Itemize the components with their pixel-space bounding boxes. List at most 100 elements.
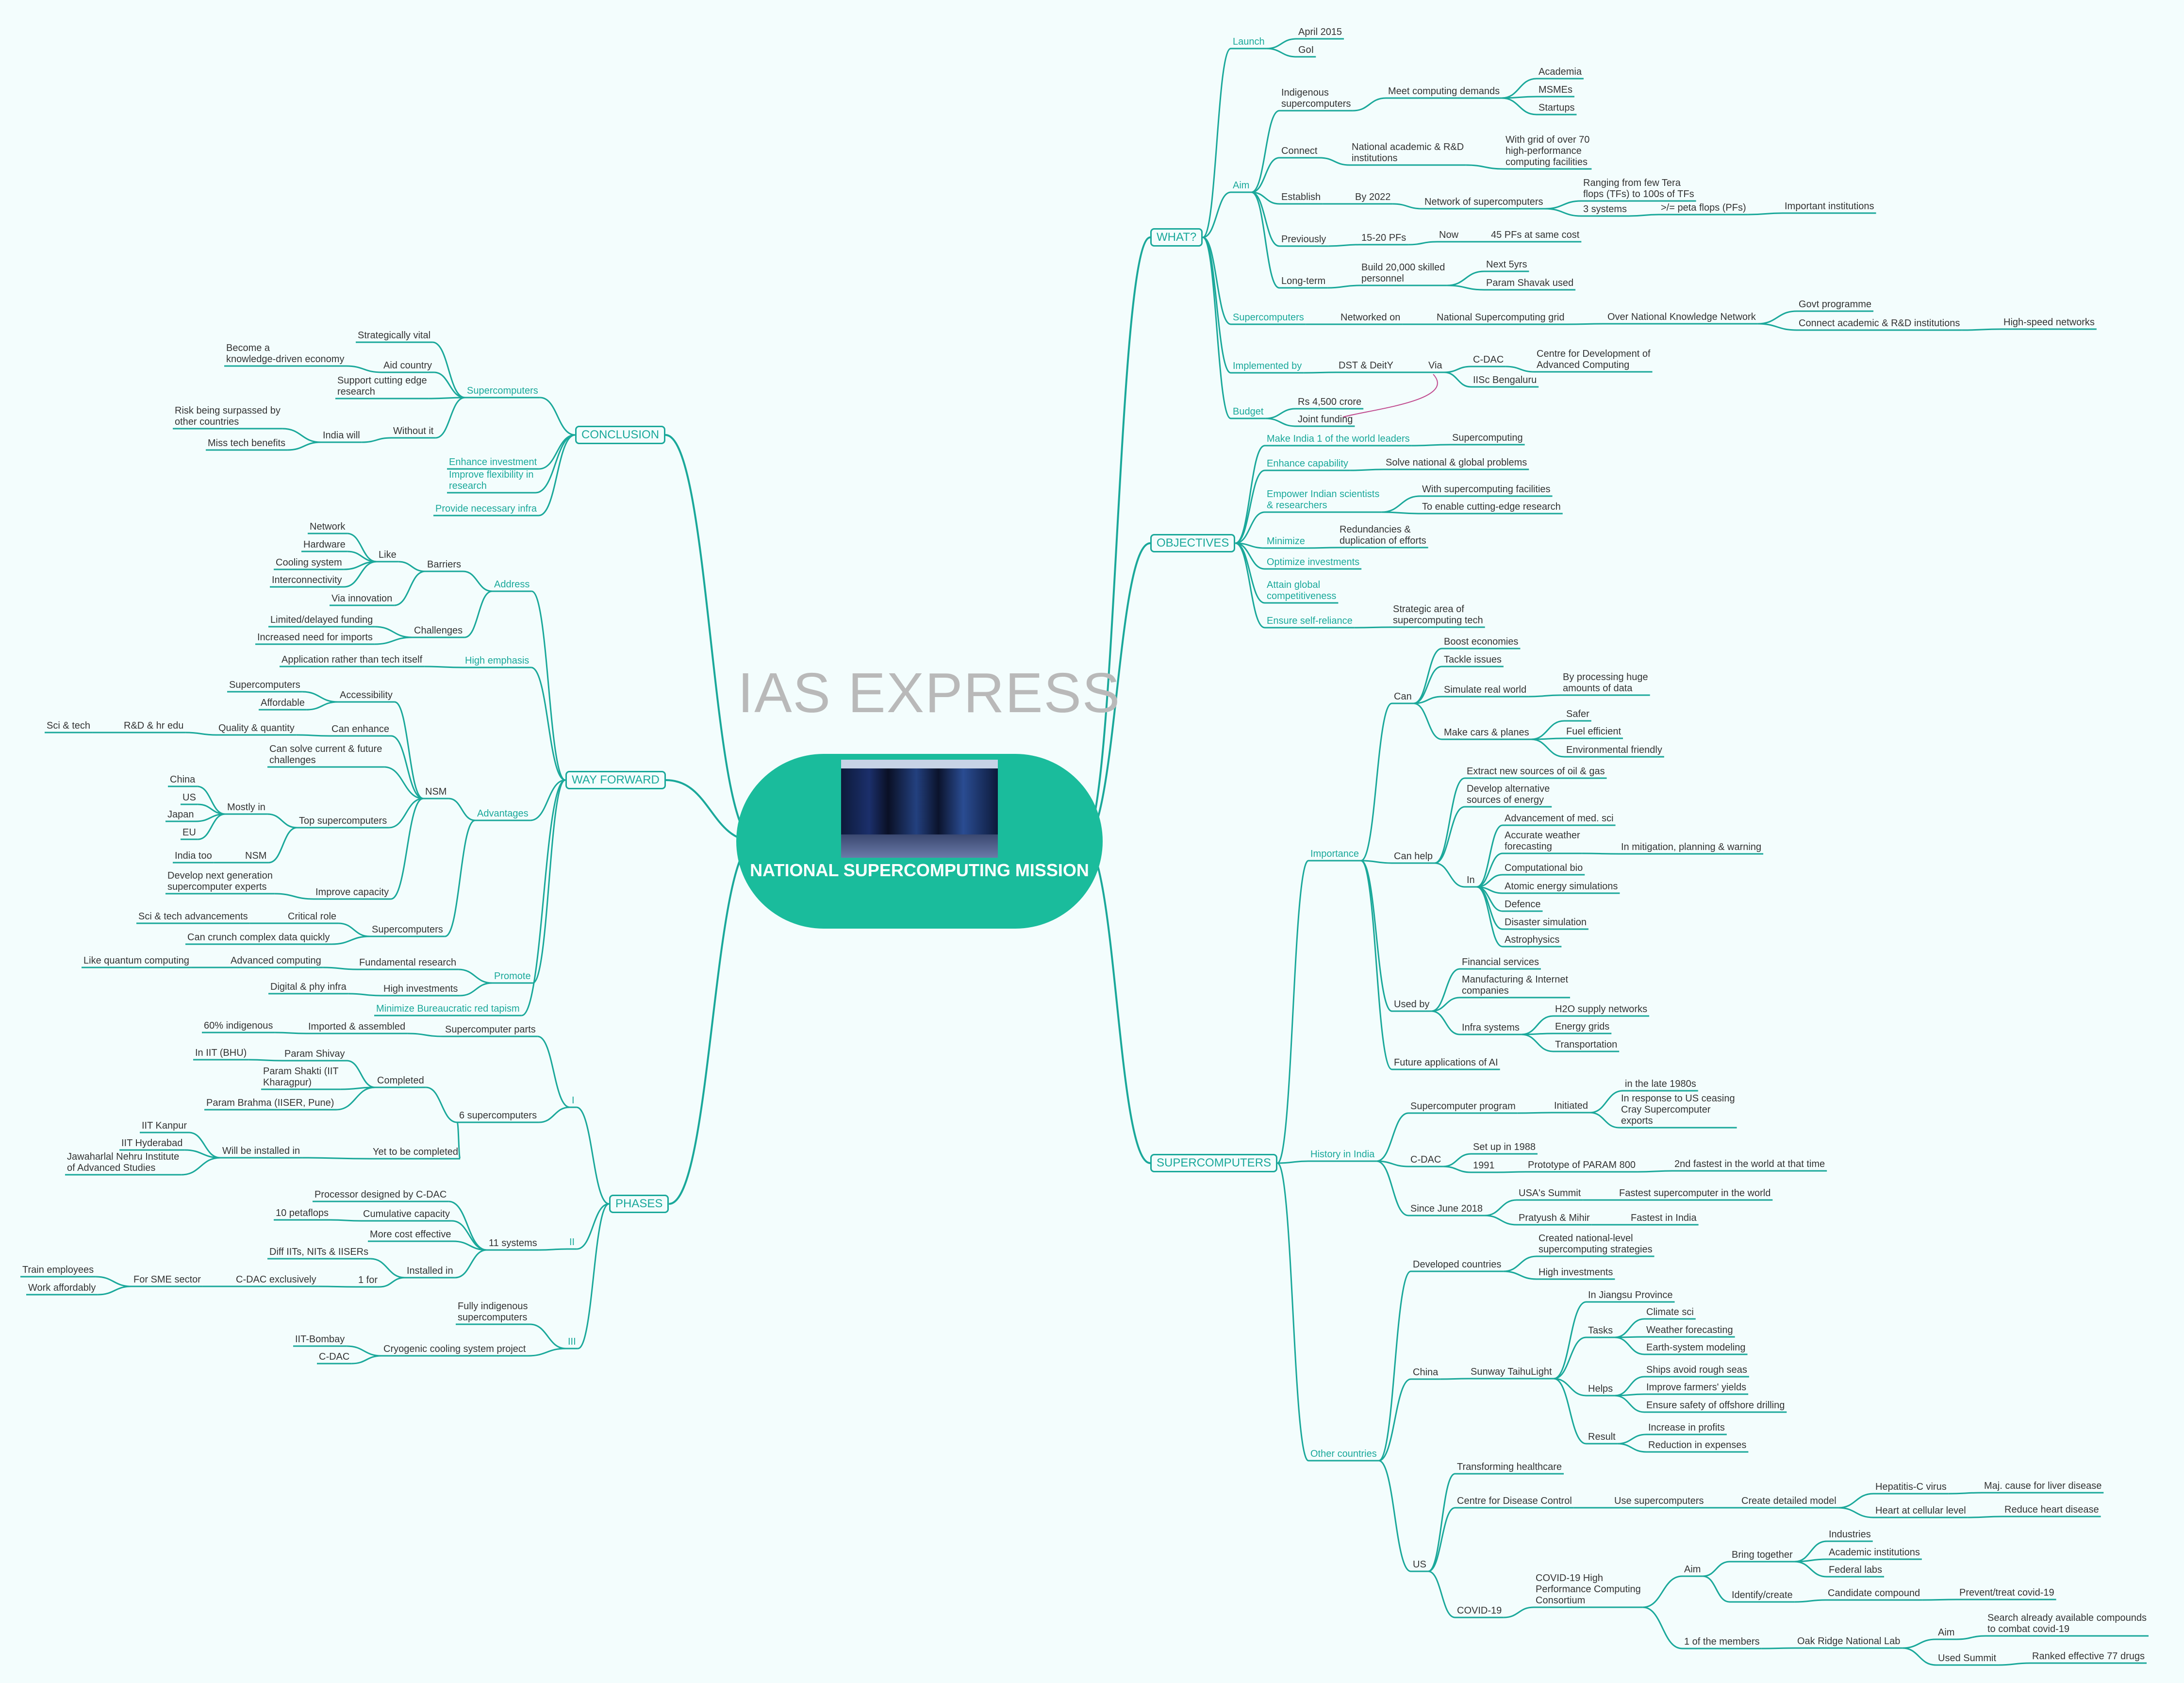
node-minimize[interactable]: Minimize — [1267, 536, 1305, 547]
node-imported[interactable]: Imported & assembled — [308, 1021, 406, 1032]
node-digphy[interactable]: Digital & phy infra — [270, 982, 347, 992]
node-csuper[interactable]: Supercomputers — [467, 385, 538, 396]
node-highemph[interactable]: High emphasis — [465, 655, 529, 666]
node-netsuper[interactable]: Network of supercomputers — [1424, 197, 1543, 207]
node-detmodel[interactable]: Create detailed model — [1741, 1496, 1837, 1506]
node-iisc[interactable]: IISc Bengaluru — [1473, 375, 1537, 385]
node-futureai[interactable]: Future applications of AI — [1394, 1057, 1498, 1068]
node-h2o[interactable]: H2O supply networks — [1555, 1004, 1648, 1015]
node-workaff[interactable]: Work affordably — [28, 1283, 96, 1293]
node-advmed[interactable]: Advancement of med. sci — [1505, 813, 1614, 824]
node-indiatoo[interactable]: India too — [175, 850, 212, 861]
node-makecars[interactable]: Make cars & planes — [1444, 727, 1529, 738]
node-1for[interactable]: 1 for — [358, 1275, 378, 1285]
node-govtprog[interactable]: Govt programme — [1799, 299, 1872, 310]
node-access[interactable]: Accessibility — [340, 690, 393, 700]
node-cumcap[interactable]: Cumulative capacity — [363, 1209, 450, 1219]
node-tasks[interactable]: Tasks — [1588, 1325, 1613, 1336]
node-iitb[interactable]: IIT-Bombay — [295, 1334, 345, 1345]
node-cryo[interactable]: Cryogenic cooling system project — [383, 1344, 526, 1354]
node-inresp[interactable]: In response to US ceasing Cray Supercomp… — [1621, 1093, 1735, 1126]
node-result[interactable]: Result — [1588, 1432, 1616, 1442]
node-canhelp[interactable]: Can help — [1394, 851, 1433, 862]
node-climate[interactable]: Climate sci — [1646, 1307, 1694, 1317]
node-dstdeity[interactable]: DST & DeitY — [1339, 360, 1393, 371]
node-hepc[interactable]: Hepatitis-C virus — [1875, 1482, 1947, 1492]
node-longterm[interactable]: Long-term — [1281, 276, 1326, 286]
node-phi[interactable]: I — [572, 1095, 575, 1106]
node-highinv[interactable]: High investments — [1539, 1267, 1613, 1278]
node-interconn[interactable]: Interconnectivity — [272, 575, 342, 585]
node-2ndfast[interactable]: 2nd fastest in the world at that time — [1674, 1159, 1825, 1169]
node-next5[interactable]: Next 5yrs — [1486, 259, 1527, 270]
node-impinst[interactable]: Important institutions — [1785, 201, 1874, 212]
node-grid70[interactable]: With grid of over 70 high-performance co… — [1506, 134, 1590, 167]
node-45pf[interactable]: 45 PFs at same cost — [1491, 230, 1580, 240]
node-inmitig[interactable]: In mitigation, planning & warning — [1621, 842, 1762, 852]
node-supcomp[interactable]: Supercomputing — [1452, 433, 1523, 443]
node-prevent[interactable]: Prevent/treat covid-19 — [1959, 1587, 2054, 1598]
node-limfund[interactable]: Limited/delayed funding — [270, 615, 373, 625]
node-indiawill[interactable]: India will — [323, 430, 360, 441]
node-makeindia[interactable]: Make India 1 of the world leaders — [1267, 433, 1410, 444]
node-profits[interactable]: Increase in profits — [1648, 1422, 1725, 1433]
node-canenh[interactable]: Can enhance — [331, 724, 389, 734]
node-param800[interactable]: Prototype of PARAM 800 — [1528, 1160, 1636, 1170]
node-oaim[interactable]: Aim — [1938, 1627, 1955, 1638]
node-paramshavak[interactable]: Param Shavak used — [1486, 278, 1574, 288]
node-late80s[interactable]: in the late 1980s — [1625, 1079, 1696, 1089]
node-compbio[interactable]: Computational bio — [1505, 863, 1583, 873]
node-y1991[interactable]: 1991 — [1473, 1160, 1495, 1171]
node-peta[interactable]: >/= peta flops (PFs) — [1661, 202, 1746, 213]
node-fuel[interactable]: Fuel efficient — [1566, 726, 1621, 737]
node-via[interactable]: Via — [1428, 360, 1442, 371]
node-ensure[interactable]: Ensure self-reliance — [1267, 616, 1353, 626]
node-withsup[interactable]: With supercomputing facilities — [1422, 484, 1551, 495]
node-yettobe[interactable]: Yet to be completed — [373, 1147, 459, 1157]
branch-objectives[interactable]: OBJECTIVES — [1150, 534, 1236, 552]
node-offshore[interactable]: Ensure safety of offshore drilling — [1646, 1400, 1785, 1411]
node-promote[interactable]: Promote — [494, 971, 531, 982]
node-atomic[interactable]: Atomic energy simulations — [1505, 881, 1618, 892]
branch-conclusion[interactable]: CONCLUSION — [575, 426, 666, 444]
node-nsm2[interactable]: NSM — [245, 850, 267, 861]
node-aid[interactable]: Aid country — [383, 360, 432, 371]
node-fastestw[interactable]: Fastest supercomputer in the world — [1619, 1188, 1771, 1199]
node-tackle[interactable]: Tackle issues — [1444, 654, 1502, 665]
node-supparts[interactable]: Supercomputer parts — [445, 1024, 536, 1035]
node-connect[interactable]: Connect — [1281, 146, 1318, 156]
node-stratvital[interactable]: Strategically vital — [358, 330, 431, 341]
node-wsuper2[interactable]: Supercomputers — [372, 924, 443, 935]
central-topic[interactable]: NATIONAL SUPERCOMPUTING MISSION — [736, 754, 1103, 929]
node-farmers[interactable]: Improve farmers' yields — [1646, 1382, 1747, 1393]
node-creatednat[interactable]: Created national-level supercomputing st… — [1539, 1233, 1653, 1255]
branch-wayforward[interactable]: WAY FORWARD — [565, 771, 666, 789]
node-cdacex[interactable]: C-DAC exclusively — [236, 1274, 316, 1285]
node-scitechadv[interactable]: Sci & tech advancements — [138, 911, 248, 922]
node-byproc[interactable]: By processing huge amounts of data — [1563, 672, 1648, 694]
node-viainn[interactable]: Via innovation — [331, 593, 393, 604]
branch-supercomputers[interactable]: SUPERCOMPUTERS — [1150, 1154, 1278, 1172]
node-completed[interactable]: Completed — [377, 1075, 424, 1086]
node-apprather[interactable]: Application rather than tech itself — [281, 654, 423, 665]
node-history[interactable]: History in India — [1310, 1149, 1375, 1160]
node-6sup[interactable]: 6 supercomputers — [459, 1110, 537, 1121]
node-astro[interactable]: Astrophysics — [1505, 934, 1560, 945]
node-importance[interactable]: Importance — [1310, 849, 1359, 859]
node-cansolve[interactable]: Can solve current & future challenges — [269, 744, 382, 766]
node-setup[interactable]: Set up in 1988 — [1473, 1142, 1536, 1152]
node-60pct[interactable]: 60% indigenous — [204, 1020, 273, 1031]
node-jncasr[interactable]: Jawaharlal Nehru Institute of Advanced S… — [67, 1151, 180, 1173]
node-in1[interactable]: In — [1467, 875, 1475, 885]
node-usw[interactable]: US — [182, 792, 196, 803]
node-phii[interactable]: II — [569, 1237, 575, 1248]
node-helps[interactable]: Helps — [1588, 1383, 1613, 1394]
node-initiated[interactable]: Initiated — [1554, 1100, 1588, 1111]
node-cdac1[interactable]: C-DAC — [1473, 354, 1504, 365]
node-infra[interactable]: Infra systems — [1462, 1022, 1520, 1033]
node-enhinv[interactable]: Enhance investment — [449, 457, 537, 467]
node-eu[interactable]: EU — [182, 827, 196, 838]
node-finserv[interactable]: Financial services — [1462, 957, 1539, 967]
node-train[interactable]: Train employees — [22, 1265, 94, 1275]
node-usasummit[interactable]: USA's Summit — [1519, 1188, 1581, 1199]
